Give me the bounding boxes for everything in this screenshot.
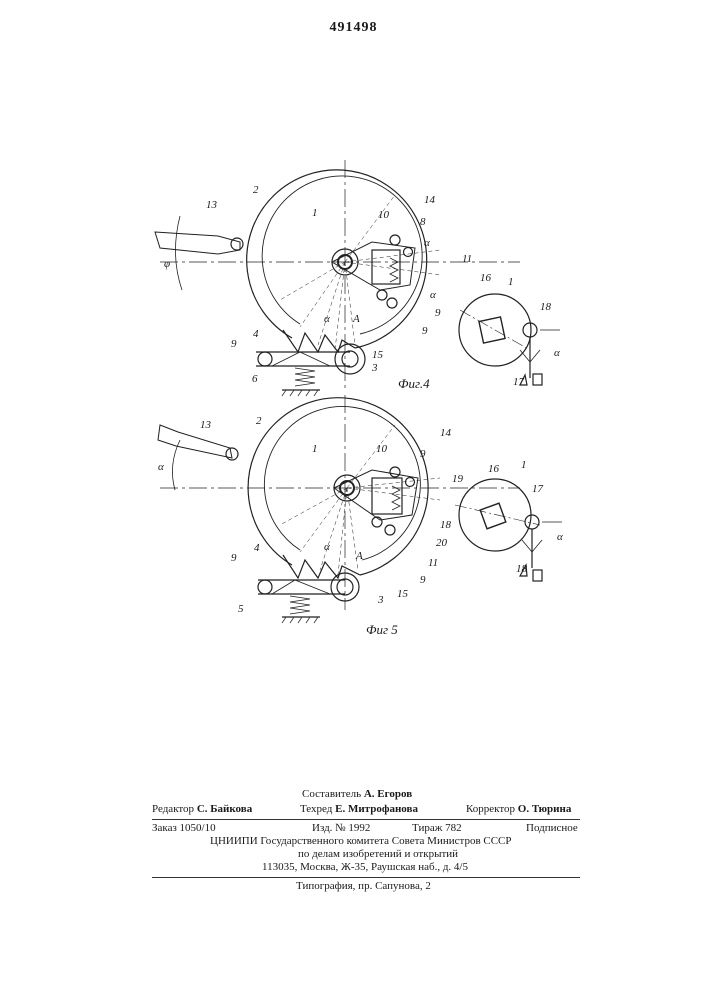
fig4-label-10: 10 [378, 209, 390, 221]
fig5-label-1: 1 [312, 443, 318, 455]
fig5-label-14: 14 [440, 427, 452, 439]
fig4-label-15: 15 [372, 349, 384, 361]
printing-house: Типография, пр. Сапунова, 2 [296, 880, 431, 892]
separator-bottom [152, 877, 580, 878]
edition-number: Изд. № 1992 [312, 822, 370, 834]
fig4-caption: Фиг.4 [398, 376, 430, 391]
fig5-caption: Фиг 5 [366, 622, 398, 637]
compiler-line: Составитель А. Егоров [302, 788, 412, 800]
fig5-label-A: A [355, 550, 363, 562]
editor-line: Редактор С. Байкова [152, 803, 252, 815]
fig5-label-3: 3 [377, 594, 384, 606]
figure-4-drawing [155, 160, 560, 396]
compiler-label: Составитель [302, 788, 361, 800]
fig5-label-13: 13 [200, 419, 212, 431]
fig4-label-4: 4 [253, 328, 259, 340]
fig5-label-17: 17 [532, 483, 544, 495]
fig4-label-1: 1 [312, 207, 318, 219]
fig4-label-16: 16 [480, 272, 492, 284]
fig5-label-18b: 18 [516, 563, 528, 575]
fig5-label-alpha-a: α [158, 461, 164, 473]
corrector-label: Корректор [466, 803, 515, 815]
fig5-label-2: 2 [256, 415, 262, 427]
fig5-label-9a: 9 [231, 552, 237, 564]
address: 113035, Москва, Ж-35, Раушская наб., д. … [262, 861, 468, 873]
editor-name: С. Байкова [197, 803, 252, 815]
fig4-label-9a: 9 [231, 338, 237, 350]
fig5-label-15: 15 [397, 588, 409, 600]
institute-line-1: ЦНИИПИ Государственного комитета Совета … [210, 835, 512, 847]
fig4-label-12: 11 [462, 253, 472, 265]
fig4-label-19: α [424, 237, 430, 249]
compiler-name: А. Егоров [364, 788, 412, 800]
fig4-label-1b: 1 [508, 276, 514, 288]
fig5-label-16: 16 [488, 463, 500, 475]
figure-4-labels: 2 1 10 14 8 α 11 α 9 9 15 13 φ 4 9 6 3 α… [164, 184, 560, 391]
techred-line: Техред Е. Митрофанова [300, 803, 418, 815]
subscription: Подписное [526, 822, 578, 834]
figure-5-drawing [158, 395, 562, 623]
fig4-label-6: 6 [252, 373, 258, 385]
corrector-line: Корректор О. Тюрина [466, 803, 571, 815]
fig5-label-10: 10 [376, 443, 388, 455]
fig4-label-14: 14 [424, 194, 436, 206]
fig4-label-3: 3 [371, 362, 378, 374]
fig4-label-2: 2 [253, 184, 259, 196]
fig5-label-18a: 18 [440, 519, 452, 531]
fig4-label-alpha-b: α [554, 347, 560, 359]
fig5-label-19: 19 [452, 473, 464, 485]
editor-label: Редактор [152, 803, 194, 815]
fig4-label-11: 9 [435, 307, 441, 319]
fig4-label-13: 13 [206, 199, 218, 211]
fig4-label-8: 8 [420, 216, 426, 228]
fig4-label-A: A [352, 313, 360, 325]
fig5-label-9b: 9 [420, 448, 426, 460]
fig4-label-18: 18 [540, 301, 552, 313]
fig5-label-4: 4 [254, 542, 260, 554]
fig4-label-alpha: α [324, 313, 330, 325]
fig5-label-9c: 9 [420, 574, 426, 586]
fig5-label-alpha-b: α [324, 541, 330, 553]
separator-top [152, 819, 580, 820]
fig5-label-1b: 1 [521, 459, 527, 471]
fig5-label-alpha-c: α [557, 531, 563, 543]
order-number: Заказ 1050/10 [152, 822, 216, 834]
fig4-label-9c: 9 [422, 325, 428, 337]
fig4-label-phi: φ [164, 258, 170, 270]
techred-label: Техред [300, 803, 332, 815]
fig5-label-11: 11 [428, 557, 438, 569]
institute-line-2: по делам изобретений и открытий [298, 848, 458, 860]
fig4-label-17: 17 [513, 376, 525, 388]
figure-5-labels: 2 1 10 14 9 19 18 20 11 9 15 13 α 4 9 5 … [158, 415, 563, 637]
fig5-label-5: 5 [238, 603, 244, 615]
techred-name: Е. Митрофанова [335, 803, 418, 815]
corrector-name: О. Тюрина [518, 803, 572, 815]
fig5-label-20: 20 [436, 537, 448, 549]
fig4-label-20: α [430, 289, 436, 301]
circulation: Тираж 782 [412, 822, 462, 834]
